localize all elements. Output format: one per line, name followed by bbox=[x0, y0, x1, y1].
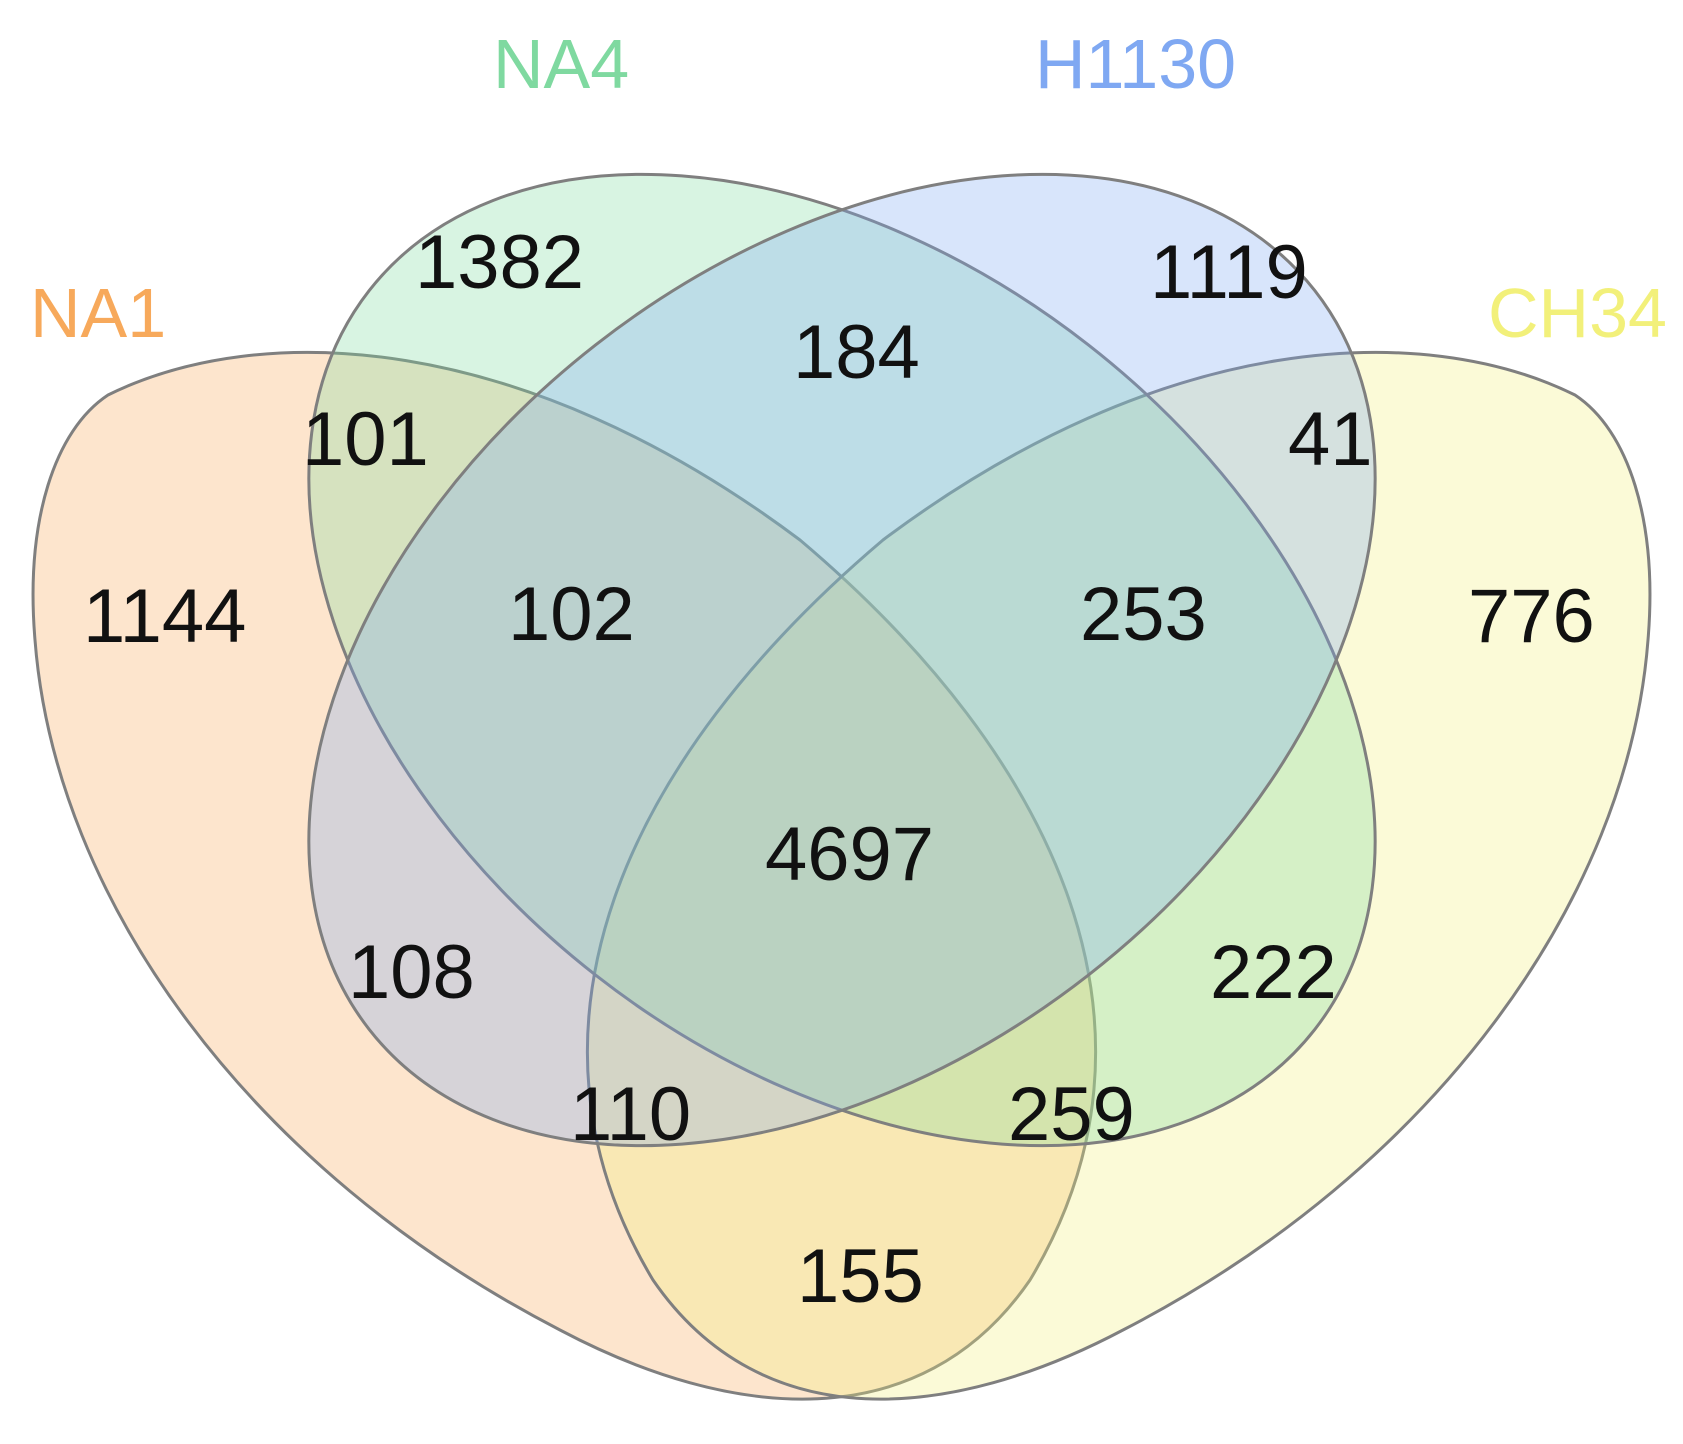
region-count-na4-h1130-ch34-lower: 222 bbox=[1210, 930, 1337, 1015]
set-label-na4: NA4 bbox=[493, 25, 629, 103]
set-label-ch34: CH34 bbox=[1488, 274, 1667, 352]
region-count-na1-na4: 101 bbox=[302, 397, 429, 482]
region-count-na1-ch34: 155 bbox=[797, 1234, 924, 1319]
region-count-na4-h1130: 184 bbox=[793, 310, 920, 395]
region-count-na4-h1130-ch34: 253 bbox=[1080, 572, 1207, 657]
set-label-h1130: H1130 bbox=[1035, 25, 1236, 103]
region-count-na1-na4-ch34: 108 bbox=[348, 930, 475, 1015]
region-count-na1-only: 1144 bbox=[83, 574, 246, 659]
region-count-na4-only: 1382 bbox=[415, 220, 584, 305]
set-label-na1: NA1 bbox=[30, 274, 166, 352]
set-h1130-shape bbox=[307, 172, 1377, 1148]
region-count-h1130-ch34: 41 bbox=[1288, 397, 1373, 482]
set-na4-shape bbox=[307, 172, 1377, 1148]
region-count-na1-h1130-ch34: 259 bbox=[1008, 1072, 1135, 1157]
region-count-na1-na4-ch34-lower: 110 bbox=[570, 1072, 691, 1157]
region-count-h1130-only: 1119 bbox=[1150, 230, 1308, 315]
region-count-all-four: 4697 bbox=[765, 812, 934, 897]
region-count-ch34-only: 776 bbox=[1468, 574, 1595, 659]
set-na1-shape bbox=[31, 350, 1098, 1401]
set-ch34-shape bbox=[585, 350, 1652, 1401]
region-count-na1-na4-h1130: 102 bbox=[508, 572, 635, 657]
